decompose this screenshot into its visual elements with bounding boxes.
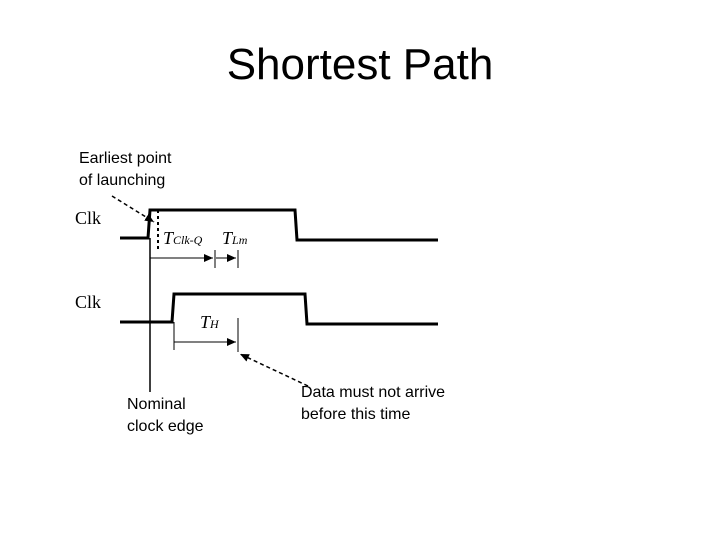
earliest-point-line2: of launching (79, 172, 166, 189)
data-arrive-label: Data must not arrive before this time (301, 382, 445, 426)
title-text: Shortest Path (226, 40, 494, 89)
data-arrive-line2: before this time (301, 406, 411, 423)
t-clk-q-sub: Clk-Q (173, 233, 203, 247)
nominal-edge-line2: clock edge (127, 418, 204, 435)
clk-bottom-label: Clk (75, 292, 102, 312)
data-arrive-arrow (239, 353, 309, 387)
nominal-edge-label: Nominal clock edge (127, 394, 204, 438)
clk-top-label: Clk (75, 208, 102, 228)
t-clk-q-main: T (163, 228, 174, 248)
t-clk-q-label: TClk-Q (163, 228, 202, 249)
earliest-point-arrow (111, 195, 155, 223)
nominal-edge-line1: Nominal (127, 396, 186, 413)
t-h-label: TH (200, 312, 219, 333)
t-lm-label: TLm (222, 228, 247, 249)
t-h-sub: H (210, 317, 219, 331)
clk-bottom-waveform (120, 292, 438, 326)
earliest-point-line1: Earliest point (79, 150, 172, 167)
slide-title: Shortest Path (0, 40, 720, 90)
t-lm-sub: Lm (232, 233, 248, 247)
t-h-main: T (200, 312, 211, 332)
data-arrive-line1: Data must not arrive (301, 384, 446, 401)
earliest-point-label: Earliest point of launching (79, 148, 172, 192)
t-lm-main: T (222, 228, 233, 248)
clk-top-waveform (120, 208, 438, 242)
